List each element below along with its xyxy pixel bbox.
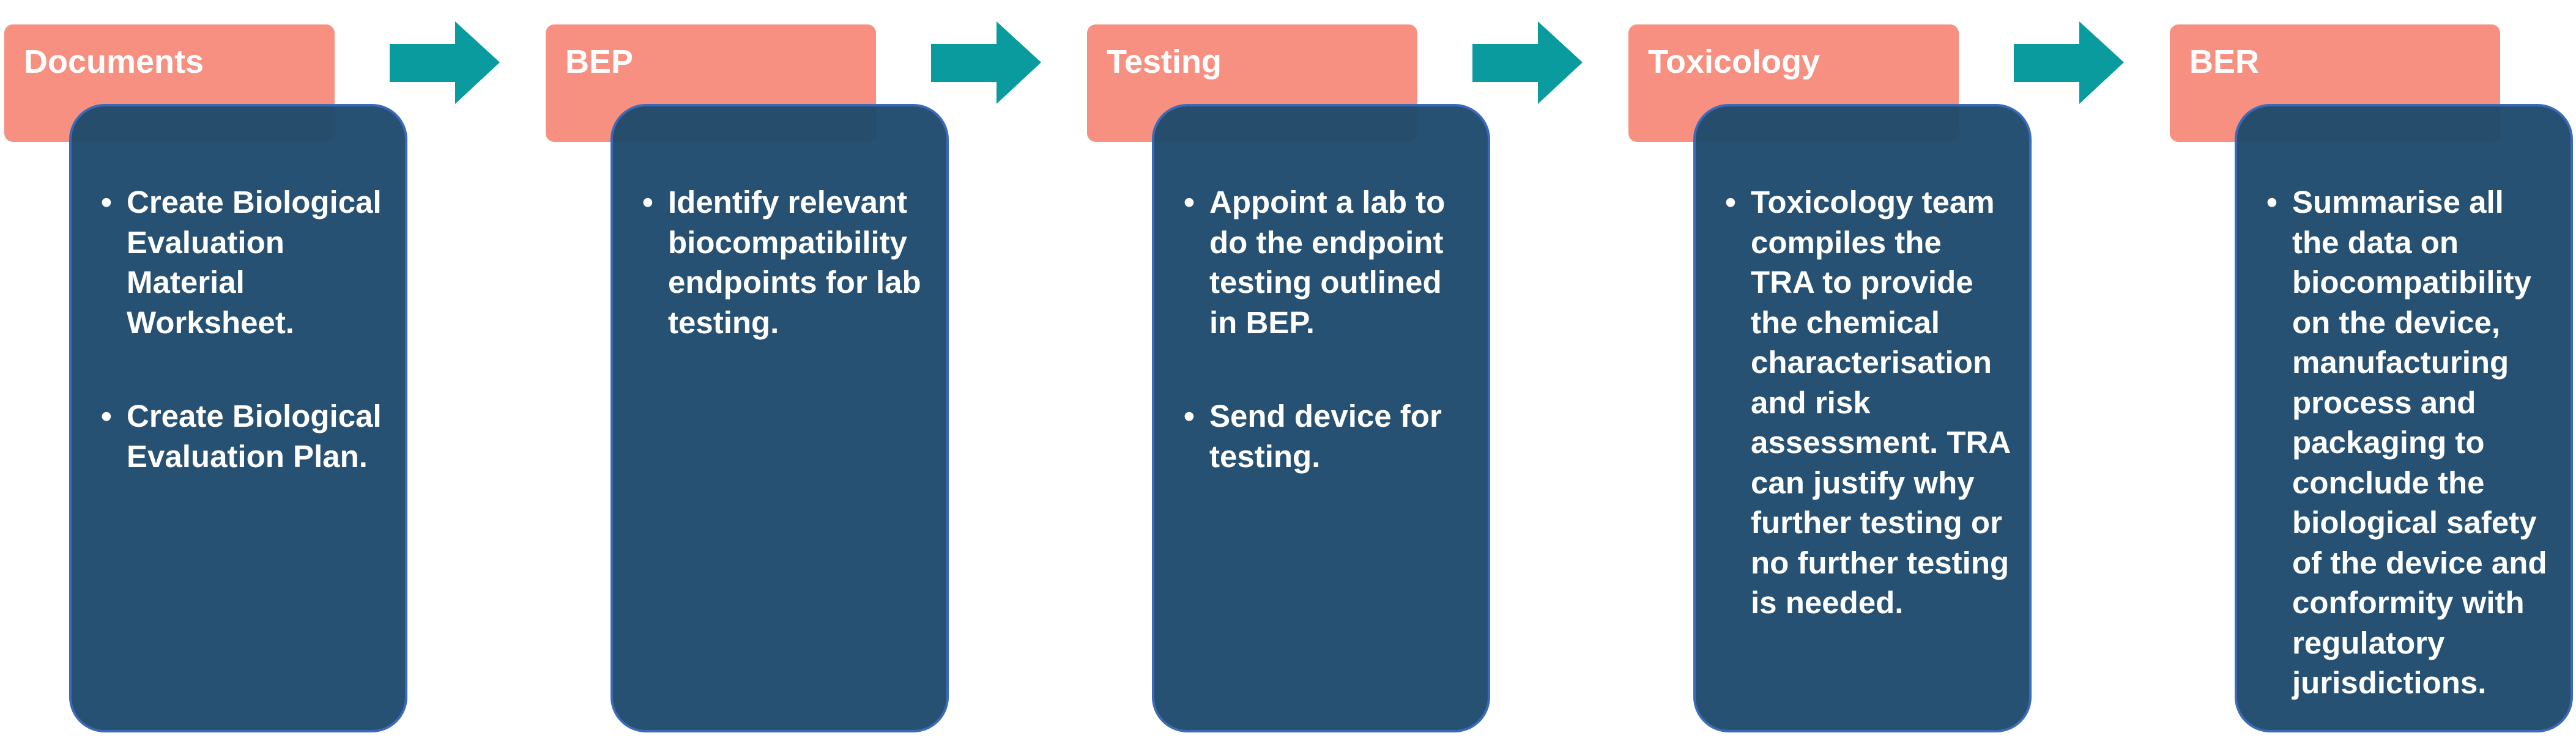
bullet-item: • Create Biological Evaluation Material … (101, 182, 388, 342)
bullet-dot: • (101, 185, 112, 219)
bullet-item: • Summarise all the data on biocompatibi… (2266, 182, 2554, 703)
stage-title: BEP (565, 43, 634, 80)
stage-body: • Appoint a lab to do the endpoint testi… (1152, 104, 1490, 732)
bullet-item: • Toxicology team compiles the TRA to pr… (1725, 182, 2013, 623)
bullet-item: • Identify relevant biocompatibility end… (642, 182, 930, 342)
bullet-list: • Summarise all the data on biocompatibi… (2266, 182, 2554, 703)
bullet-item: • Create Biological Evaluation Plan. (101, 396, 388, 476)
bullet-text: Summarise all the data on biocompatibili… (2292, 185, 2547, 700)
right-arrow-icon (2014, 21, 2124, 104)
stage-title: Documents (24, 43, 204, 80)
bullet-dot: • (1725, 185, 1736, 219)
bullet-text: Identify relevant biocompatibility endpo… (668, 185, 921, 340)
stage-title: Testing (1107, 43, 1222, 80)
bullet-item: • Send device for testing. (1184, 396, 1471, 476)
bullet-item: • Appoint a lab to do the endpoint testi… (1184, 182, 1471, 342)
bullet-dot: • (101, 399, 112, 433)
bullet-text: Toxicology team compiles the TRA to prov… (1751, 185, 2010, 620)
stage-body: • Identify relevant biocompatibility end… (611, 104, 949, 732)
right-arrow-icon (931, 21, 1041, 104)
stage-testing: Testing • Appoint a lab to do the endpoi… (1083, 0, 1490, 752)
bullet-list: • Appoint a lab to do the endpoint testi… (1184, 182, 1471, 476)
bullet-list: • Toxicology team compiles the TRA to pr… (1725, 182, 2013, 623)
stage-title: BER (2189, 43, 2260, 80)
bullet-dot: • (1184, 399, 1195, 433)
stage-ber: BER • Summarise all the data on biocompa… (2166, 0, 2573, 752)
right-arrow-icon (1472, 21, 1583, 104)
stage-header: Toxicology (1628, 24, 1959, 142)
stage-title: Toxicology (1648, 43, 1821, 80)
stage-bep: BEP • Identify relevant biocompatibility… (541, 0, 949, 752)
bullet-dot: • (642, 185, 653, 219)
bullet-text: Create Biological Evaluation Material Wo… (127, 185, 382, 340)
stage-body: • Create Biological Evaluation Material … (69, 104, 407, 732)
bullet-text: Send device for testing. (1209, 399, 1442, 474)
stage-toxicology: Toxicology • Toxicology team compiles th… (1624, 0, 2032, 752)
bullet-dot: • (1184, 185, 1195, 219)
stage-body: • Toxicology team compiles the TRA to pr… (1693, 104, 2032, 732)
bullet-text: Appoint a lab to do the endpoint testing… (1209, 185, 1446, 340)
right-arrow-icon (390, 21, 500, 104)
bullet-list: • Create Biological Evaluation Material … (101, 182, 388, 476)
bullet-dot: • (2266, 185, 2277, 219)
stage-documents: Documents • Create Biological Evaluation… (0, 0, 407, 752)
bullet-text: Create Biological Evaluation Plan. (127, 399, 382, 474)
stage-body: • Summarise all the data on biocompatibi… (2235, 104, 2573, 732)
bullet-list: • Identify relevant biocompatibility end… (642, 182, 930, 342)
